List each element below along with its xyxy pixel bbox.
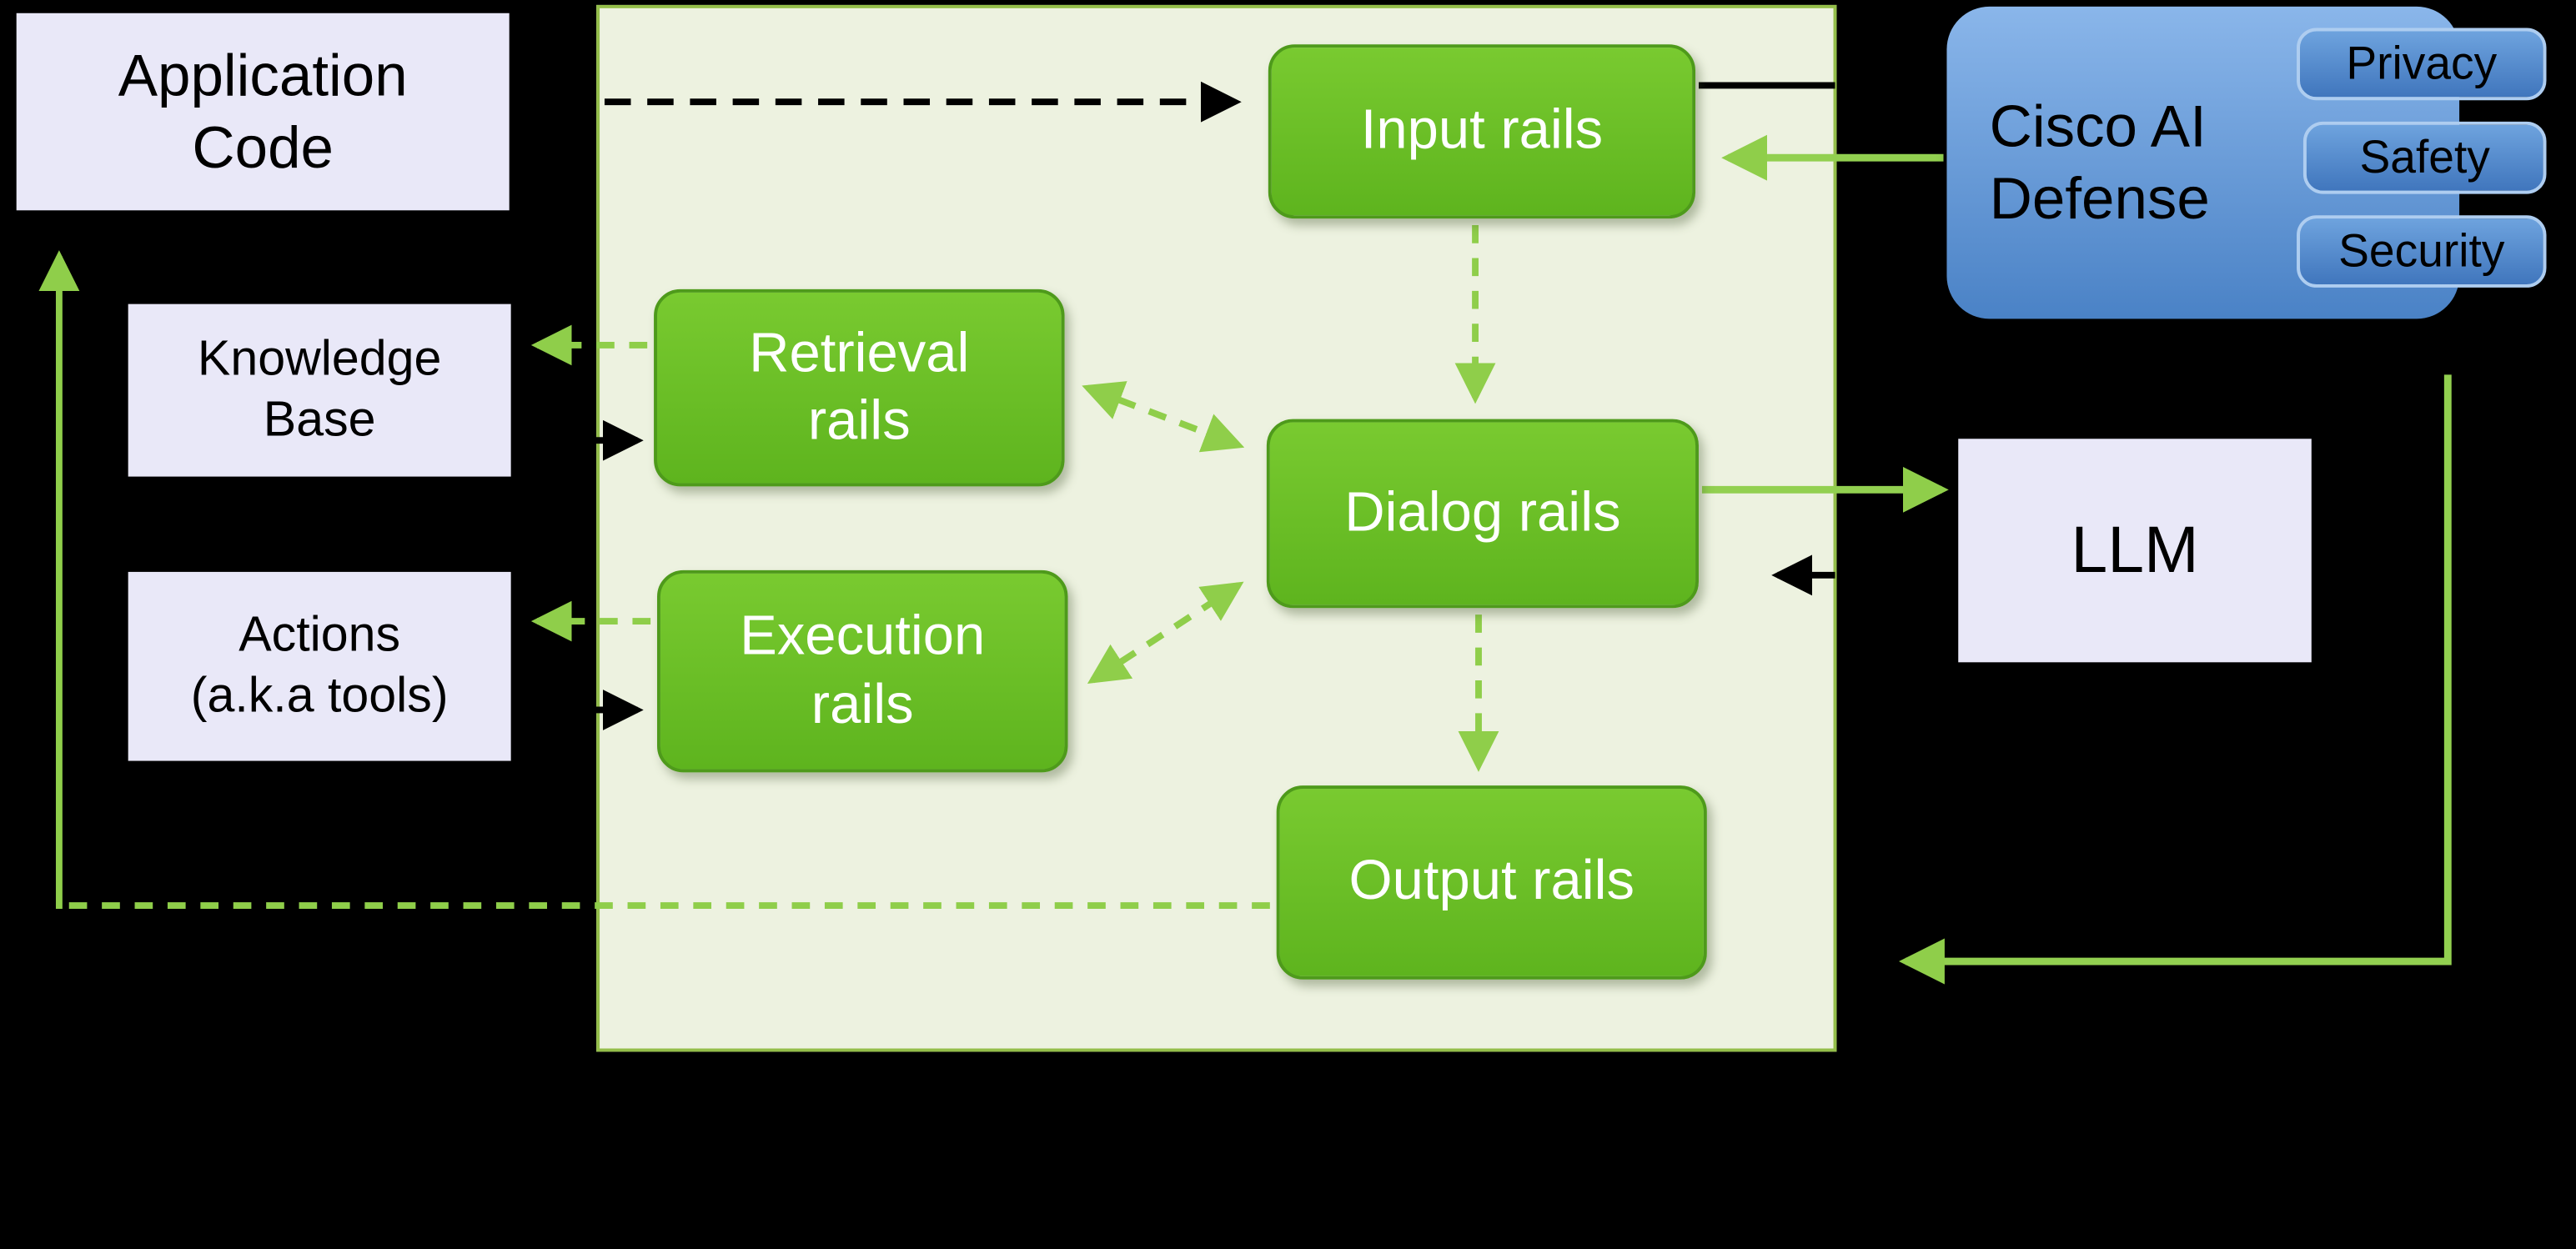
application-code-label: Application Code (118, 41, 408, 181)
input-rails-node: Input rails (1268, 44, 1696, 219)
retrieval-rails-node: Retrieval rails (654, 288, 1065, 487)
dialog-rails-node: Dialog rails (1266, 419, 1699, 609)
security-badge: Security (2297, 215, 2547, 288)
output-rails-node: Output rails (1276, 785, 1707, 980)
application-code-node: Application Code (16, 13, 510, 211)
cisco-ai-defense-label: Cisco AI Defense (1989, 92, 2210, 232)
knowledge-base-node: Knowledge Base (128, 303, 511, 477)
execution-rails-node: Execution rails (657, 569, 1068, 773)
safety-badge: Safety (2302, 121, 2547, 194)
privacy-badge: Privacy (2297, 28, 2547, 101)
actions-label: Actions (a.k.a tools) (190, 608, 449, 723)
retrieval-rails-label: Retrieval rails (749, 321, 970, 453)
execution-rails-label: Execution rails (740, 604, 986, 736)
input-rails-label: Input rails (1360, 98, 1604, 162)
dialog-rails-label: Dialog rails (1344, 481, 1621, 544)
output-rails-label: Output rails (1348, 850, 1634, 913)
security-badge-label: Security (2338, 225, 2505, 277)
privacy-badge-label: Privacy (2346, 38, 2498, 89)
knowledge-base-label: Knowledge Base (197, 331, 442, 447)
safety-badge-label: Safety (2359, 131, 2490, 183)
actions-node: Actions (a.k.a tools) (128, 571, 511, 761)
llm-node: LLM (1958, 439, 2312, 663)
llm-label: LLM (2071, 514, 2199, 586)
